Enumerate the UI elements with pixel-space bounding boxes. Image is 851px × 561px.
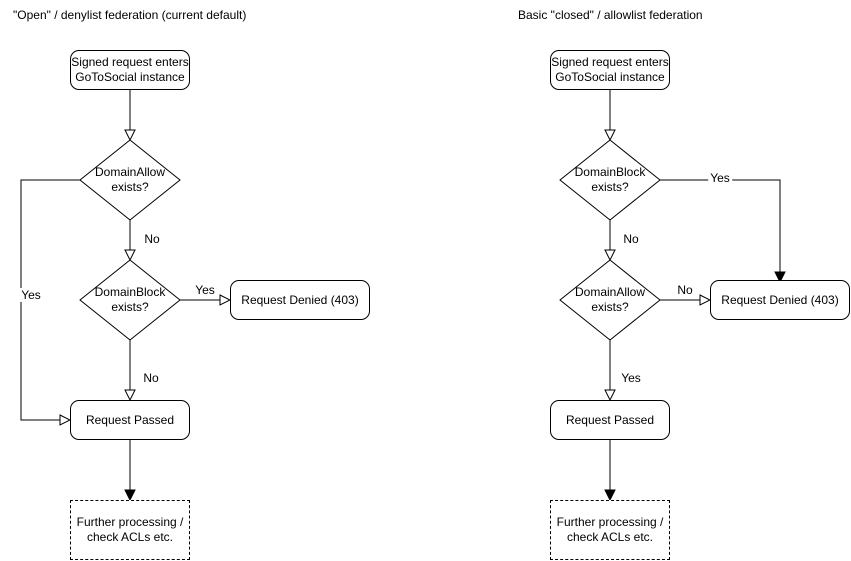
edge-label-yes: Yes [193, 283, 217, 297]
further-processing-node: Further processing / check ACLs etc. [70, 500, 190, 560]
edge-label-yes: Yes [19, 288, 43, 302]
edge-label-yes: Yes [708, 171, 732, 185]
left-domainblock-diamond [79, 259, 181, 341]
edge-label-no: No [142, 232, 162, 246]
right-domainblock-diamond [559, 139, 661, 221]
start-node: Signed request enters GoToSocial instanc… [550, 50, 670, 90]
edge-label-no: No [141, 371, 161, 385]
edge-label-yes: Yes [619, 371, 643, 385]
right-domainallow-diamond [559, 259, 661, 341]
edge-right-domainblock-yes [660, 179, 780, 272]
request-passed-node: Request Passed [70, 400, 190, 440]
request-denied-node: Request Denied (403) [710, 280, 850, 320]
chart-title: "Open" / denylist federation (current de… [13, 8, 247, 22]
edge-label-no: No [675, 283, 695, 297]
request-passed-node: Request Passed [550, 400, 670, 440]
chart-title: Basic "closed" / allowlist federation [518, 8, 703, 22]
start-node: Signed request enters GoToSocial instanc… [70, 50, 190, 90]
left-domainallow-diamond [79, 139, 181, 221]
further-processing-node: Further processing / check ACLs etc. [550, 500, 670, 560]
edge-label-no: No [621, 232, 641, 246]
request-denied-node: Request Denied (403) [230, 280, 370, 320]
